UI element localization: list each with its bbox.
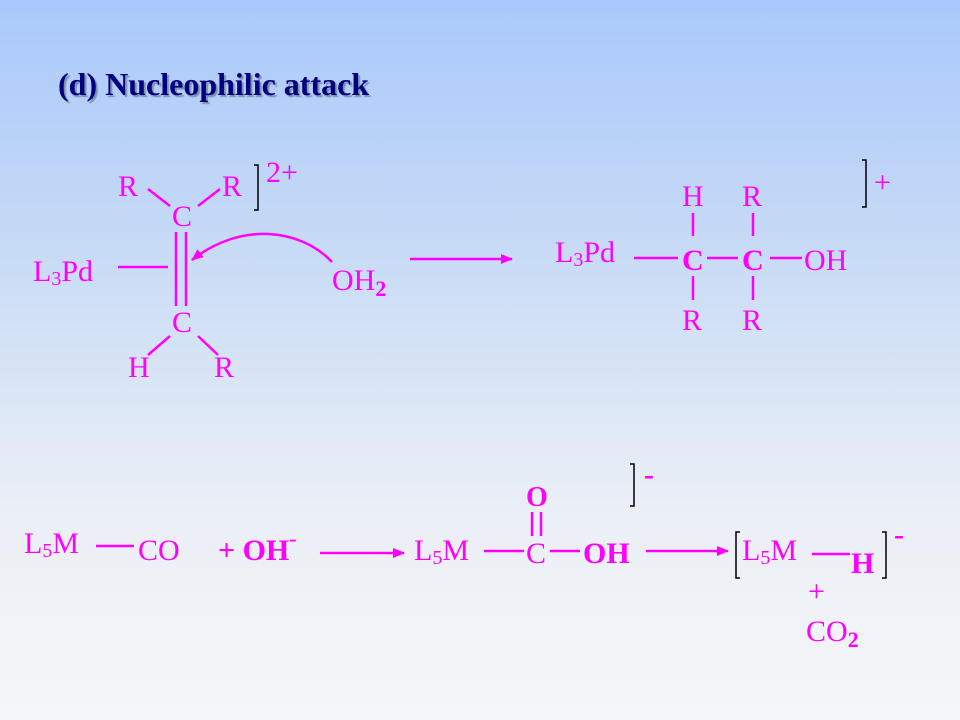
reactant-charge-bracket <box>254 164 259 211</box>
reactant-r-right: R <box>222 170 242 203</box>
nucleophilic-attack-arrow <box>191 232 333 263</box>
r2-product-charge: - <box>894 518 904 551</box>
product-charge: + <box>874 166 891 199</box>
product-c1: C <box>682 244 704 277</box>
reactant-r-bottom: R <box>214 351 234 384</box>
product-oh: OH <box>804 244 847 277</box>
reactant-c-bottom: C <box>172 306 192 339</box>
r2-intermediate-c: C <box>526 537 546 570</box>
product-c2: C <box>742 244 764 277</box>
nucleophile-water: OH2 <box>332 264 386 301</box>
reactant-c-top: C <box>172 200 192 233</box>
product-metal: L3Pd <box>555 236 615 271</box>
r2-intermediate-oh: OH <box>583 537 630 570</box>
reaction2: L5M CO + OH- L5M O C OH - L5M H - + CO2 <box>24 458 904 652</box>
r2-product-co2: CO2 <box>806 615 859 652</box>
bond-c-h <box>147 335 171 356</box>
r2-product-bracket-right <box>882 531 887 579</box>
product-charge-bracket <box>862 159 867 208</box>
reactant-r-left: R <box>118 170 138 203</box>
bond-c-r <box>197 335 219 356</box>
reactant-charge: 2+ <box>266 156 298 189</box>
product-r-bottom-right: R <box>742 304 762 337</box>
product-r-top: R <box>742 180 762 213</box>
reaction1-product: H R L3Pd C C OH R R + <box>555 159 891 337</box>
r2-product-plus: + <box>808 575 825 608</box>
bond-r-left-c <box>147 188 171 207</box>
r2-reactant-metal: L5M <box>24 527 79 562</box>
reactant-metal: L3Pd <box>33 255 93 290</box>
product-r-bottom-left: R <box>682 304 702 337</box>
r2-reactant-co: CO <box>138 534 180 567</box>
slide-title: (d) Nucleophilic attack <box>58 66 370 102</box>
r2-plus-hydroxide: + OH- <box>218 526 297 567</box>
r2-intermediate-charge: - <box>644 458 654 491</box>
r2-intermediate-metal: L5M <box>414 534 469 569</box>
r2-product-metal: L5M <box>742 534 797 569</box>
product-h: H <box>682 180 704 213</box>
reactant-h: H <box>128 351 150 384</box>
r2-product-h: H <box>851 547 874 580</box>
r2-product-bracket-left <box>735 531 740 579</box>
r2-intermediate-o: O <box>526 482 548 513</box>
r2-intermediate-bracket <box>630 463 635 507</box>
reaction1-reactant: R R 2+ C C H R L3Pd <box>33 156 298 384</box>
bond-r-right-c <box>197 188 221 207</box>
